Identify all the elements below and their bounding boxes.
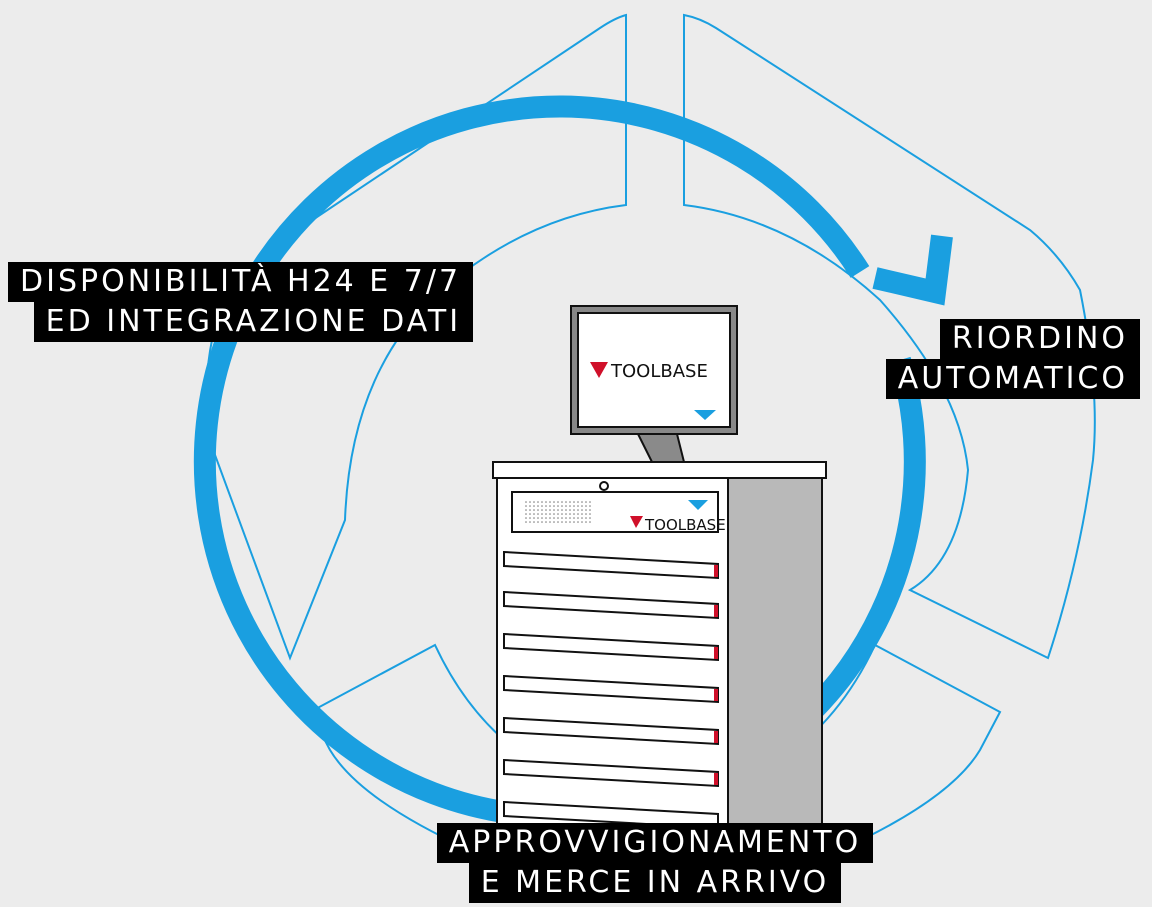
vending-cabinet-icon	[492, 461, 827, 831]
monitor-logo-text: TOOLBASE	[610, 361, 708, 382]
label-reorder-line2: AUTOMATICO	[885, 359, 1140, 399]
label-supply-line2: E MERCE IN ARRIVO	[468, 863, 842, 903]
cabinet-logo-icon: TOOLBASE	[630, 500, 726, 534]
segment-top-right	[683, 13, 1096, 660]
label-availability-line1: DISPONIBILITÀ H24 E 7/7	[8, 262, 474, 302]
monitor-icon	[570, 305, 738, 463]
label-reorder-line1: RIORDINO	[939, 319, 1140, 359]
label-availability: DISPONIBILITÀ H24 E 7/7 ED INTEGRAZIONE …	[8, 262, 474, 342]
cycle-arrow-icon	[193, 95, 953, 828]
label-supply-line1: APPROVVIGIONAMENTO	[436, 823, 874, 863]
label-availability-line2: ED INTEGRAZIONE DATI	[33, 302, 474, 342]
toolbase-logo-icon: TOOLBASE	[590, 361, 716, 420]
label-reorder: RIORDINO AUTOMATICO	[885, 319, 1140, 399]
label-supply: APPROVVIGIONAMENTO E MERCE IN ARRIVO	[412, 823, 898, 903]
cabinet-logo-text: TOOLBASE	[644, 516, 726, 534]
